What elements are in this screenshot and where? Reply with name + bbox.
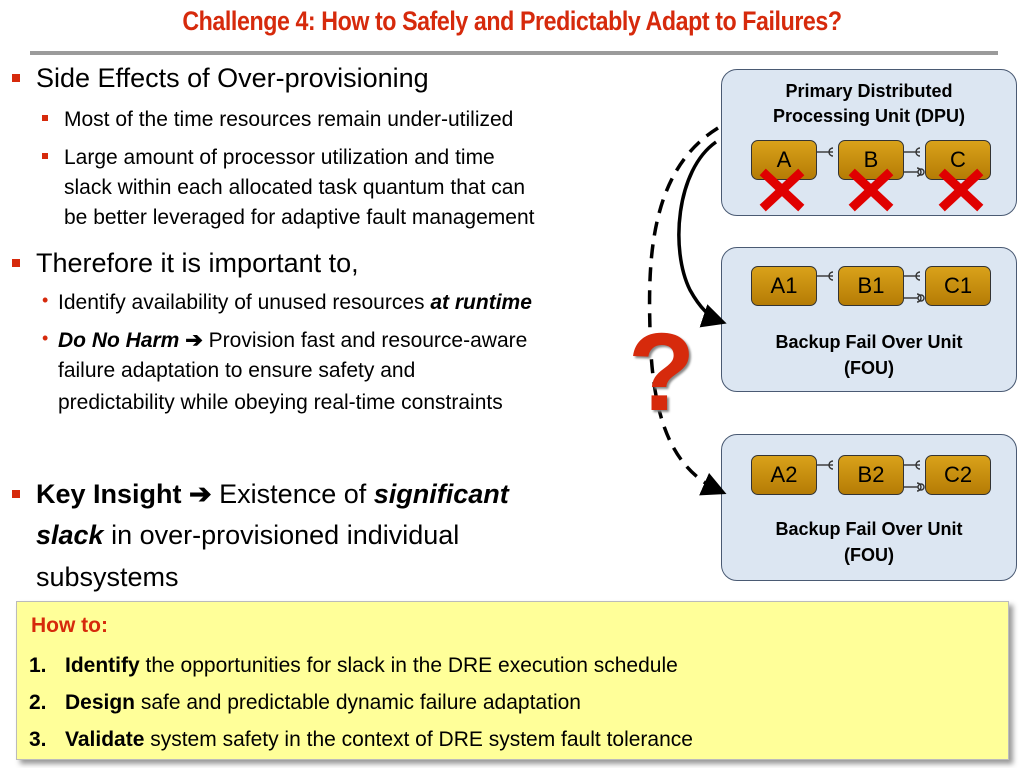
how-to-item-1: 1. Identify the opportunities for slack i… <box>29 654 678 678</box>
cross-icon-c <box>938 168 984 212</box>
bullet-key-insight-line3: subsystems <box>36 562 179 592</box>
item-number: 1. <box>29 654 47 677</box>
node-a2: A2 <box>751 455 817 495</box>
bullet-marker <box>12 74 20 82</box>
node-a1: A1 <box>751 266 817 306</box>
do-no-harm-label: Do No Harm <box>58 329 180 352</box>
primary-dpu-title-line1: Primary Distributed <box>785 81 953 101</box>
bullet-key-insight-line2: slack in over-provisioned individual <box>36 518 459 552</box>
key-insight-text: Existence of <box>211 479 374 509</box>
backup-fou-1-label-line1: Backup Fail Over Unit <box>775 332 963 352</box>
bullet-do-no-harm-line3: predictability while obeying real-time c… <box>58 391 503 414</box>
cross-icon-b <box>848 168 894 212</box>
key-insight-emphasis: significant <box>373 479 509 509</box>
bullet-do-no-harm: Do No Harm ➔ Provision fast and resource… <box>58 326 527 355</box>
cross-icon-a <box>759 168 805 212</box>
bullet-slack-line1: Large amount of processor utilization an… <box>64 146 495 169</box>
arrow-icon: ➔ <box>185 329 203 352</box>
bullet-slack-line2: slack within each allocated task quantum… <box>64 176 526 199</box>
backup-fou-1-label-line2: (FOU) <box>844 358 894 378</box>
how-to-item-2: 2. Design safe and predictable dynamic fa… <box>29 691 581 715</box>
question-mark: ? <box>628 311 696 434</box>
key-insight-label: Key Insight <box>36 479 182 509</box>
item-text: the opportunities for slack in the DRE e… <box>139 654 678 677</box>
backup-fou-2-label-line2: (FOU) <box>844 545 894 565</box>
item-keyword: Design <box>65 691 136 714</box>
bullet-do-no-harm-line2: failure adaptation to ensure safety and <box>58 359 416 382</box>
connectors-row-primary <box>817 147 925 177</box>
failover-arrow-solid <box>677 140 727 328</box>
key-insight-text2: in over-provisioned individual <box>103 520 460 550</box>
item-keyword: Identify <box>65 654 140 677</box>
key-insight-slack: slack <box>36 520 104 550</box>
bullet-identify-emphasis: at runtime <box>430 291 532 314</box>
bullet-slack-line3: be better leveraged for adaptive fault m… <box>64 206 535 229</box>
bullet-key-insight: Key Insight ➔ Existence of significant <box>36 477 509 511</box>
failure-crosses <box>759 168 984 212</box>
item-text: safe and predictable dynamic failure ada… <box>135 691 581 714</box>
connectors-row-backup1 <box>817 271 925 303</box>
bullet-marker <box>12 490 20 498</box>
bullet-side-effects: Side Effects of Over-provisioning <box>36 63 429 93</box>
bullet-important: Therefore it is important to, <box>36 248 359 278</box>
item-number: 3. <box>29 728 47 751</box>
how-to-box: How to: 1. Identify the opportunities for… <box>16 601 1009 760</box>
how-to-item-3: 3. Validate system safety in the context … <box>29 728 693 752</box>
node-b1: B1 <box>838 266 904 306</box>
item-text: system safety in the context of DRE syst… <box>144 728 693 751</box>
arrow-icon: ➔ <box>189 479 212 509</box>
node-c1: C1 <box>925 266 991 306</box>
do-no-harm-text: Provision fast and resource-aware <box>202 329 528 352</box>
bullet-identify: Identify availability of unused resource… <box>58 288 532 317</box>
node-c2: C2 <box>925 455 991 495</box>
backup-fou-2-label-line1: Backup Fail Over Unit <box>775 519 963 539</box>
item-keyword: Validate <box>65 728 145 751</box>
primary-dpu-title-line2: Processing Unit (DPU) <box>772 106 966 126</box>
bullet-dot: • <box>42 328 49 348</box>
node-b2: B2 <box>838 455 904 495</box>
bullet-marker <box>42 115 48 121</box>
bullet-under-utilized: Most of the time resources remain under-… <box>64 108 514 131</box>
page-title: Challenge 4: How to Safely and Predictab… <box>182 6 842 36</box>
how-to-heading: How to: <box>31 614 108 637</box>
item-number: 2. <box>29 691 47 714</box>
bullet-marker <box>12 259 20 267</box>
bullet-dot: • <box>42 290 49 310</box>
bullet-marker <box>42 153 48 159</box>
connectors-row-backup2 <box>817 460 925 492</box>
node-a: A <box>751 140 817 180</box>
component-connectors <box>817 147 925 492</box>
bullet-identify-text: Identify availability of unused resource… <box>58 291 431 314</box>
node-b: B <box>838 140 904 180</box>
title-divider <box>30 51 998 55</box>
